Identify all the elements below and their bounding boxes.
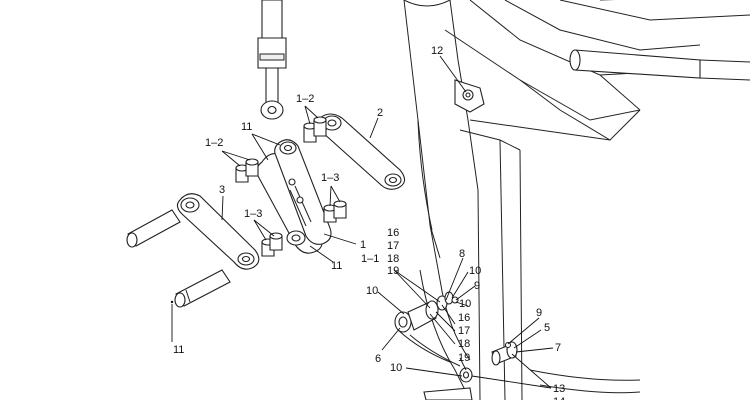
- callout-3: 3: [219, 184, 225, 196]
- callout-1-3-left: 1–3: [244, 208, 262, 220]
- callout-14: 14: [553, 396, 565, 400]
- bushing-1-2-left: [235, 158, 259, 183]
- callout-17a: 17: [387, 240, 399, 252]
- cylinder-rod: [257, 0, 287, 120]
- callout-1-2-left: 1–2: [205, 137, 223, 149]
- callout-18b: 18: [458, 338, 470, 350]
- pin-upper-left: [126, 209, 181, 248]
- callout-10c: 10: [366, 285, 378, 297]
- bushing-1-2-top: [303, 116, 327, 143]
- callout-5: 5: [544, 322, 550, 334]
- callout-labels: 1–2 2 11 1–2 3 1–3 1–3 1 1–1 11 11 12 16…: [173, 45, 565, 400]
- link-3: [176, 193, 260, 270]
- callout-9a: 9: [474, 280, 480, 292]
- callout-19b: 19: [458, 352, 470, 364]
- callout-1-2-top: 1–2: [296, 93, 314, 105]
- link-1: [256, 139, 332, 254]
- callout-1: 1: [360, 239, 366, 251]
- callout-17b: 17: [458, 325, 470, 337]
- callout-10d: 10: [390, 362, 402, 374]
- callout-16b: 16: [458, 312, 470, 324]
- bushing-1-3-right: [323, 200, 347, 223]
- callout-11-top: 11: [241, 121, 252, 133]
- callout-6: 6: [375, 353, 381, 365]
- pin-lower-left: [174, 269, 231, 308]
- callout-1-1: 1–1: [361, 253, 379, 265]
- callout-19a: 19: [387, 265, 399, 277]
- callout-1-3-right: 1–3: [321, 172, 339, 184]
- callout-7: 7: [555, 342, 561, 354]
- callout-11-bottom: 11: [173, 344, 184, 356]
- callout-8: 8: [459, 248, 465, 260]
- arm-structure: [403, 0, 750, 400]
- link-2: [316, 113, 406, 190]
- callout-13: 13: [553, 383, 565, 395]
- callout-10a: 10: [469, 265, 481, 277]
- callout-16a: 16: [387, 227, 399, 239]
- leader-lines: [170, 55, 554, 389]
- callout-18a: 18: [387, 253, 399, 265]
- callout-12: 12: [431, 45, 443, 57]
- lower-pin-assembly: [394, 291, 518, 400]
- callout-10b: 10: [459, 298, 471, 310]
- bushing-1-3-left: [261, 232, 283, 257]
- callout-9b: 9: [536, 307, 542, 319]
- callout-2: 2: [377, 107, 383, 119]
- callout-11-mid: 11: [331, 260, 342, 272]
